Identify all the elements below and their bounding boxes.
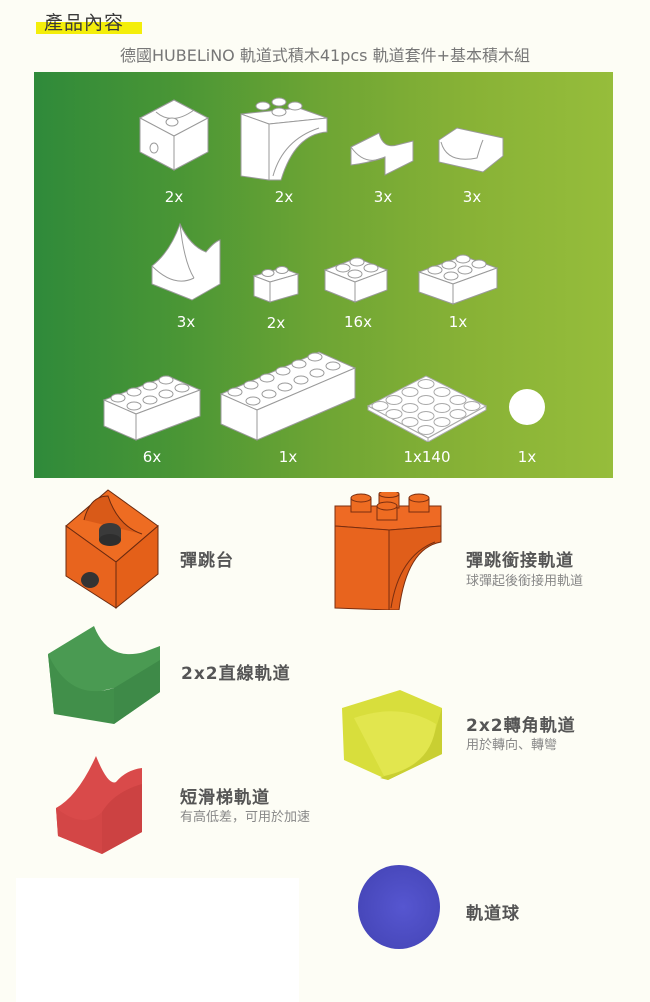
base-plate-icon (366, 375, 488, 442)
corner-track-icon (438, 127, 504, 173)
short-slide-icon (151, 222, 221, 301)
qty-label: 1x (448, 313, 468, 331)
brick-4x2-icon (102, 375, 202, 441)
title-highlight (36, 22, 142, 34)
track-ball-blue-icon (358, 865, 440, 949)
brick-2x2-icon (323, 257, 389, 303)
bounce-connector-orange-icon (334, 492, 442, 610)
card-label-straight-track: 2x2直線軌道 (181, 664, 291, 684)
qty-label: 1x (517, 448, 537, 466)
blank-area (16, 878, 299, 1002)
qty-label: 2x (164, 188, 184, 206)
straight-track-icon (350, 132, 414, 176)
corner-track-yellow-icon (342, 690, 442, 780)
qty-label: 2x (274, 188, 294, 206)
card-label-track-ball: 軌道球 (466, 904, 520, 924)
ball-icon (509, 389, 545, 425)
card-label-short-slide: 短滑梯軌道 (180, 788, 270, 808)
section-title: 產品內容 (44, 12, 125, 34)
product-subtitle: 德國HUBELiNO 軌道式積木41pcs 軌道套件+基本積木組 (120, 46, 530, 65)
qty-label: 3x (462, 188, 482, 206)
qty-label: 16x (344, 313, 372, 331)
qty-label: 3x (373, 188, 393, 206)
qty-label: 3x (176, 313, 196, 331)
brick-3x2-icon (417, 254, 499, 305)
card-desc-short-slide: 有高低差，可用於加速 (180, 810, 311, 825)
card-label-corner-track: 2x2轉角軌道 (466, 716, 576, 736)
short-slide-red-icon (56, 756, 142, 854)
bounce-block-orange-icon (65, 489, 159, 610)
straight-track-green-icon (48, 626, 160, 724)
brick-6x2-icon (219, 351, 357, 441)
qty-label: 1x140 (403, 448, 451, 466)
qty-label: 6x (142, 448, 162, 466)
card-desc-bounce-connector: 球彈起後銜接用軌道 (466, 574, 584, 589)
brick-2x1-icon (252, 266, 300, 303)
bounce-block-icon (138, 99, 210, 171)
card-label-bounce-block: 彈跳台 (180, 551, 234, 571)
contents-panel: 2x 2x 3x 3x 3x (34, 72, 613, 478)
card-label-bounce-connector: 彈跳銜接軌道 (466, 551, 574, 571)
qty-label: 2x (266, 314, 286, 332)
bounce-connector-icon (240, 97, 328, 181)
qty-label: 1x (278, 448, 298, 466)
card-desc-corner-track: 用於轉向、轉彎 (466, 738, 558, 753)
